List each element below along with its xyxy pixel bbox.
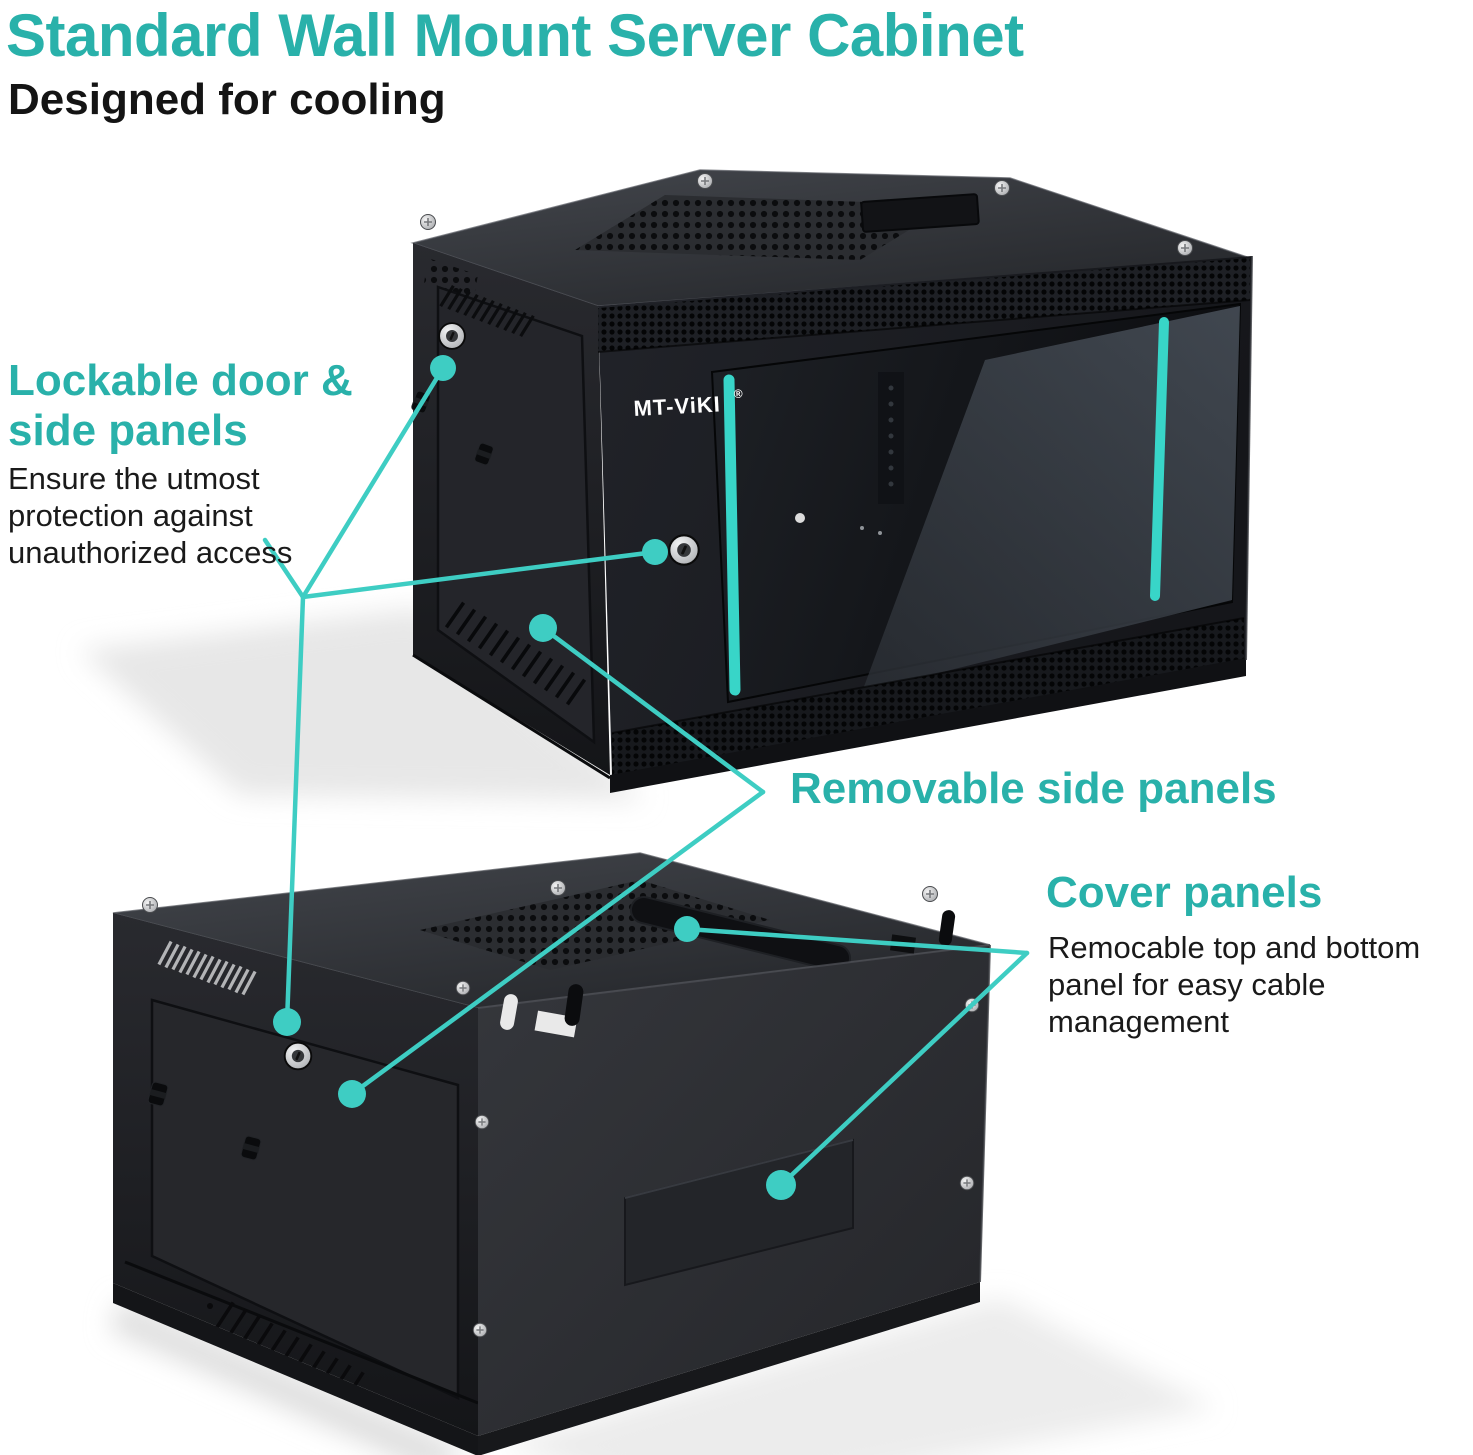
mount-slot (564, 984, 584, 1026)
callout-dot (642, 539, 668, 565)
lockable-callout-stub (262, 537, 306, 600)
callout-dots (273, 355, 796, 1200)
screw-icon (549, 879, 567, 897)
cover-line-rear-panel (778, 950, 1030, 1188)
screw-icon (472, 1322, 488, 1338)
screw-icon (141, 896, 159, 914)
callout-lockable-heading-line2: side panels (8, 406, 248, 455)
vent-icon (612, 618, 1244, 775)
callout-cover-body: Remocable top and bottom panel for easy … (1048, 929, 1420, 1040)
accent-strip-left (723, 374, 741, 696)
glass-accent-strips (723, 317, 1169, 696)
top-cabinet-base (610, 658, 1246, 793)
lockable-line-side-lock (300, 365, 446, 600)
side-vent-slats-top (157, 940, 257, 996)
screw-icon (455, 980, 471, 996)
callout-lines (262, 365, 1030, 1188)
bottom-cabinet-base (478, 1282, 980, 1455)
vent-icon (598, 258, 1250, 352)
vent-icon (575, 195, 950, 260)
callout-lockable-body-line2: protection against (8, 498, 253, 533)
callout-cover-body-line3: management (1048, 1004, 1229, 1039)
callout-lockable-body-line1: Ensure the utmost (8, 461, 260, 496)
callout-dot (529, 614, 557, 642)
callout-dot (338, 1080, 366, 1108)
top-cabinet-illustration: MT-ViKI ® (410, 169, 1253, 793)
cable-slot-top (860, 193, 980, 233)
callout-dot (430, 355, 456, 381)
lockable-line-front-lock (300, 549, 658, 600)
screw-icon (993, 179, 1011, 197)
bottom-cabinet-side-door (150, 998, 460, 1400)
mount-keyhole-pill (500, 994, 518, 1030)
callout-dot (766, 1170, 796, 1200)
removable-line-bottom-panel (349, 789, 766, 1097)
shadow-top-cabinet (80, 608, 645, 800)
screw-icon (696, 172, 714, 190)
callout-removable-label: Removable side panels (790, 764, 1277, 813)
skirt-seam (124, 1260, 479, 1405)
bottom-cabinet-base-left (113, 1283, 478, 1455)
side-vent-corner (424, 258, 478, 302)
lock-icon (438, 322, 466, 350)
screw-icon (474, 1114, 490, 1130)
lockable-line-bottom-door (284, 594, 306, 1025)
callout-lockable-body: Ensure the utmost protection against una… (8, 460, 292, 571)
screw-icon (1176, 239, 1194, 257)
glass-dot (795, 513, 805, 523)
lock-icon (283, 1041, 313, 1071)
cover-line-top-slot (684, 926, 1030, 956)
side-vent-slats-top (439, 284, 535, 338)
page-subtitle: Designed for cooling (8, 75, 446, 124)
screw-icon (959, 1175, 975, 1191)
mount-slot (938, 910, 956, 946)
glass-speck (860, 526, 864, 530)
skirt-seam (412, 653, 611, 780)
page-title: Standard Wall Mount Server Cabinet (6, 2, 1024, 69)
rack-rail-inside (878, 372, 904, 504)
accent-strip-right (1150, 317, 1169, 601)
side-vent-slats-bottom (444, 601, 587, 706)
shadow-bottom-cabinet (500, 1298, 1215, 1455)
callout-lockable-heading-line1: Lockable door & (8, 356, 353, 405)
bottom-cabinet-illustration (112, 852, 991, 1455)
callout-lockable-body-line3: unauthorized access (8, 535, 293, 570)
callout-cover-body-line1: Remocable top and bottom (1048, 930, 1421, 965)
brand-logo: MT-ViKI (633, 391, 721, 421)
callout-cover-body-line2: panel for easy cable (1048, 967, 1326, 1002)
glass-reflection (862, 306, 1240, 692)
callout-dot (273, 1008, 301, 1036)
callout-dot (674, 916, 700, 942)
callout-lockable-heading: Lockable door & side panels (8, 356, 353, 456)
screw-icon (921, 885, 939, 903)
vent-icon (420, 880, 770, 970)
removable-line-top-panel (540, 625, 766, 795)
callout-cover-heading: Cover panels (1046, 868, 1323, 917)
lock-icon (668, 534, 700, 566)
screw-icon (419, 213, 437, 231)
glass-speck (878, 531, 882, 535)
brand-registered-icon: ® (733, 387, 743, 401)
